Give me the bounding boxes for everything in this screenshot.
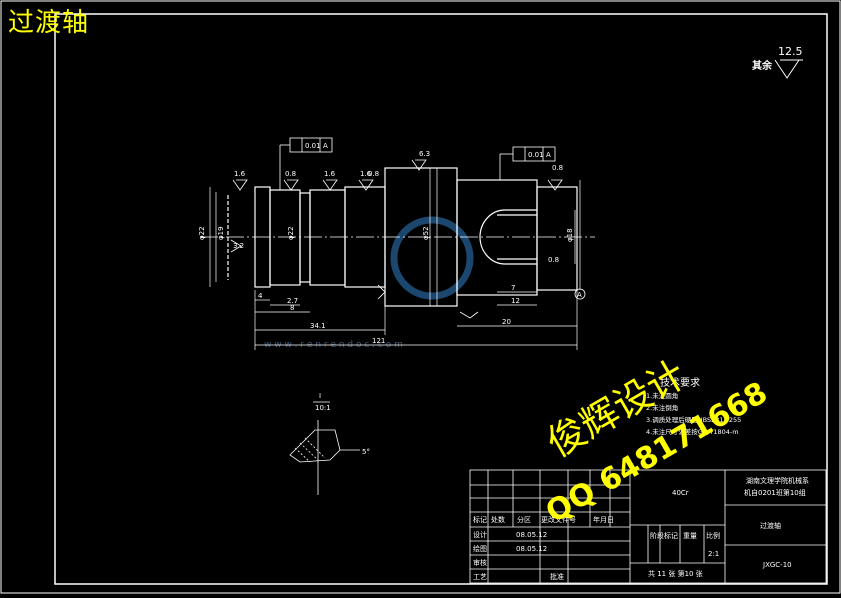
tb-label-fenqu: 分区 xyxy=(517,515,531,524)
tech-heading: 技术要求 xyxy=(660,376,700,389)
datum-a-symbol: A xyxy=(574,288,586,300)
tb-label-shenhe: 审核 xyxy=(473,558,487,567)
detail-view xyxy=(289,401,360,495)
tech-item-1: 1.未注圆角 xyxy=(646,391,678,400)
dim-7: 7 xyxy=(511,284,515,292)
drawing-title: 过渡轴 xyxy=(8,8,90,38)
title-block xyxy=(469,469,827,584)
dim-121: 121 xyxy=(372,337,385,345)
rough-2: 0.8 xyxy=(285,170,296,178)
tech-item-4: 4.未注尺寸公差按GB/T1804-m xyxy=(646,427,739,436)
rough-6: 6.3 xyxy=(419,150,430,158)
tb-date-draw: 08.05.12 xyxy=(516,545,547,553)
tb-label-gongyi: 工艺 xyxy=(473,573,487,581)
rough-8: 3.2 xyxy=(233,242,244,250)
rough-9: 0.8 xyxy=(548,256,559,264)
dim-12: 12 xyxy=(511,297,520,305)
tech-item-3: 3.调质处理后硬度HBS231~255 xyxy=(646,415,741,424)
rough-3: 1.6 xyxy=(324,170,336,178)
roughness-other-symbol: 12.5 其余 xyxy=(752,45,803,79)
rough-5: 0.8 xyxy=(368,170,379,178)
tb-label-jieduan: 阶段标记 xyxy=(650,531,678,540)
detail-scale: 10:1 xyxy=(315,404,331,412)
roughness-value: 12.5 xyxy=(778,45,803,58)
tb-school-2: 机自0201班第10组 xyxy=(744,488,806,497)
dim-dia-18: φ18 xyxy=(566,228,574,242)
rough-4: 1.6 xyxy=(360,170,372,178)
tb-material: 40Cr xyxy=(672,489,689,497)
dim-34-1: 34.1 xyxy=(310,322,326,330)
tol-left-datum: A xyxy=(323,142,328,150)
tol-left-value: 0.01 xyxy=(305,142,321,150)
tb-label-bili: 比例 xyxy=(706,531,720,540)
dim-dia-22b: φ22 xyxy=(287,226,295,240)
tol-right-value: 0.01 xyxy=(528,151,544,159)
dim-8: 8 xyxy=(290,304,294,312)
watermark-logo xyxy=(390,216,474,300)
tb-label-zhongliang: 重量 xyxy=(683,532,697,540)
dim-20: 20 xyxy=(502,318,511,326)
roughness-symbols xyxy=(230,159,563,319)
detail-label: I xyxy=(319,392,321,400)
tech-item-2: 2.未注倒角 xyxy=(646,403,678,412)
roughness-other-label: 其余 xyxy=(752,59,773,72)
tol-right-datum: A xyxy=(546,151,551,159)
dim-dia-19: φ19 xyxy=(217,226,225,240)
svg-text:A: A xyxy=(577,291,582,299)
tb-label-chushu: 处数 xyxy=(491,515,505,524)
tb-part-name: 过渡轴 xyxy=(760,521,781,530)
rough-1: 1.6 xyxy=(234,170,246,178)
inner-border xyxy=(54,13,828,585)
rough-7: 0.8 xyxy=(552,164,563,172)
dim-dia-22: φ22 xyxy=(198,226,206,240)
dimension-lines xyxy=(209,180,581,350)
tolerance-frame-left xyxy=(279,137,333,190)
dim-4: 4 xyxy=(258,292,263,300)
tb-scale: 2:1 xyxy=(708,550,719,558)
tb-drawing-no: JXGC-10 xyxy=(762,561,792,569)
tb-sheets: 共 11 张 第10 张 xyxy=(648,569,703,578)
tb-label-pizhun: 批准 xyxy=(550,572,564,581)
tb-label-nianyueri: 年月日 xyxy=(593,515,614,524)
tb-label-biaoji: 标记 xyxy=(473,515,487,524)
tb-school-1: 湖南文理学院机械系 xyxy=(746,476,809,485)
tb-label-wenjian: 更改文件号 xyxy=(541,515,576,524)
tb-label-huitu: 绘图 xyxy=(473,544,487,553)
tolerance-frame-right xyxy=(499,146,556,180)
tb-label-sheji: 设计 xyxy=(473,530,487,539)
dim-dia-52: φ52 xyxy=(422,226,430,240)
dim-2-7: 2.7 xyxy=(287,297,298,305)
tech-requirements: 技术要求 1.未注圆角 2.未注倒角 3.调质处理后硬度HBS231~255 4… xyxy=(646,376,741,436)
detail-angle: 5° xyxy=(362,448,370,456)
tb-date-design: 08.05.12 xyxy=(516,531,547,539)
